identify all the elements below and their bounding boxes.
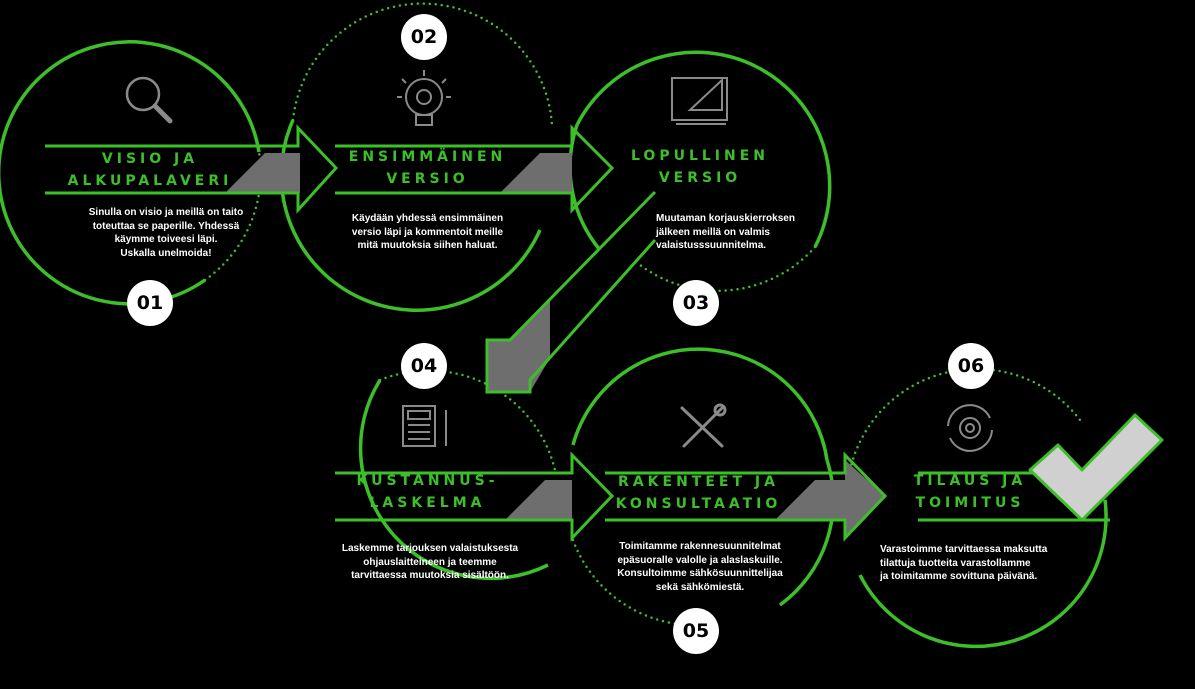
step-6-description: Varastoimme tarvittaessa maksutta tilatt… bbox=[880, 544, 1048, 582]
arrow-step-4-to-5 bbox=[335, 451, 615, 542]
step-3-description: Muutaman korjauskierroksen jälkeen meill… bbox=[656, 213, 795, 251]
step-3-title: LOPULLINEN VERSIO bbox=[631, 148, 769, 186]
calculator-icon bbox=[402, 405, 447, 447]
step-4-description: Laskemme tarjouksen valaistuksesta ohjau… bbox=[341, 543, 519, 581]
checkmark-icon bbox=[1028, 413, 1164, 522]
step-2-number-badge: 02 bbox=[401, 14, 447, 60]
step-1-description: Sinulla on visio ja meillä on taito tote… bbox=[88, 207, 244, 259]
step-1-number-badge: 01 bbox=[127, 280, 173, 326]
arrow-step-1-to-2 bbox=[45, 124, 339, 214]
step-2-title: ENSIMMÄINEN VERSIO bbox=[348, 149, 507, 187]
step-5-number-badge: 05 bbox=[673, 608, 719, 654]
tools-icon bbox=[680, 403, 727, 448]
step-4-title: KUSTANNUS- LASKELMA bbox=[356, 473, 499, 511]
arrow-step-5-to-6 bbox=[605, 451, 888, 542]
arrow-step-3-to-4 bbox=[485, 190, 657, 394]
lightbulb-gear-icon bbox=[397, 70, 451, 126]
step-2-description: Käydään yhdessä ensimmäinen versio läpi … bbox=[351, 213, 504, 251]
arrow-step-6-line bbox=[918, 471, 1110, 522]
circle-step-6 bbox=[848, 367, 1108, 649]
arrow-step-2-to-3 bbox=[335, 124, 615, 214]
step-1-title: VISIO JA ALKUPALAVERI bbox=[67, 151, 233, 189]
blueprint-icon bbox=[671, 77, 728, 125]
gear-refresh-icon bbox=[947, 404, 993, 452]
step-5-title: RAKENTEET JA KONSULTAATIO bbox=[615, 474, 782, 512]
step-6-title: TILAUS JA TOIMITUS bbox=[913, 473, 1027, 511]
step-5-description: Toimitamme rakennesuunnitelmat epäsuoral… bbox=[617, 541, 783, 593]
step-3-number-badge: 03 bbox=[673, 280, 719, 326]
step-4-number-badge: 04 bbox=[401, 343, 447, 389]
magnifier-icon bbox=[125, 76, 173, 124]
step-6-number-badge: 06 bbox=[948, 343, 994, 389]
circle-step-1 bbox=[0, 40, 262, 306]
